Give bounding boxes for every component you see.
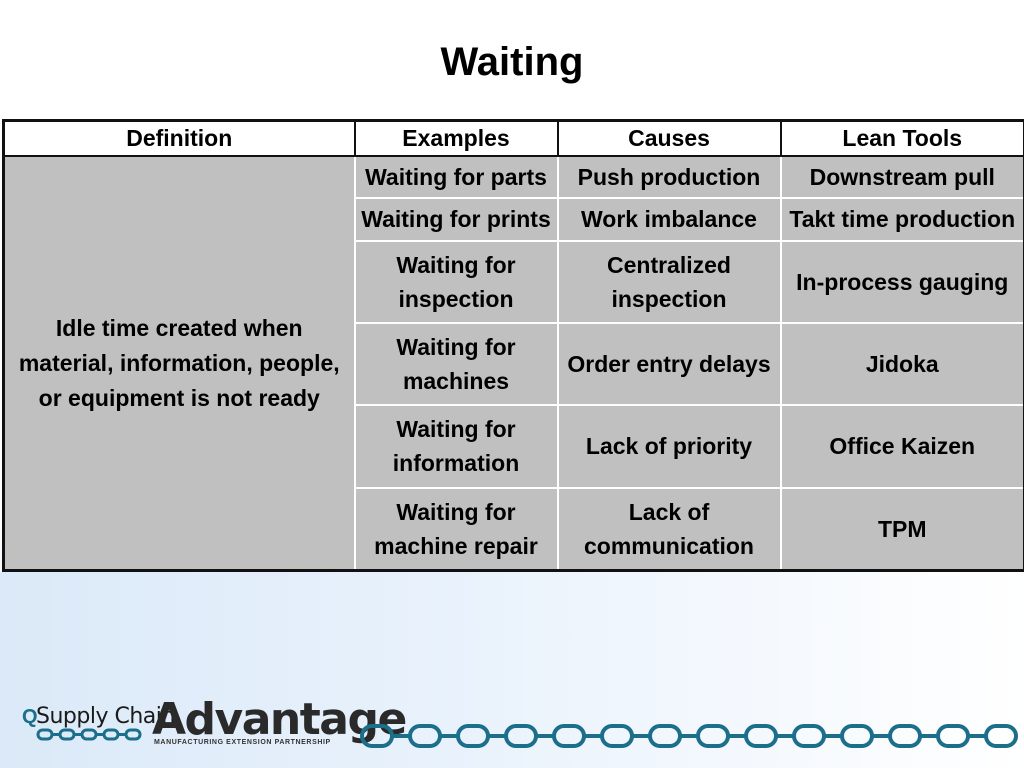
logo-supply-chain-text: Supply Chain <box>36 704 175 729</box>
chain-link <box>36 728 54 741</box>
chain-link <box>840 724 874 748</box>
chain-link <box>888 724 922 748</box>
logo-advantage-text: Advantage <box>152 694 407 745</box>
example-cell: Waiting for inspection <box>353 239 559 324</box>
table-row: Waiting for inspection Centralized inspe… <box>4 239 1024 324</box>
chain-link <box>792 724 826 748</box>
slide-title: Waiting <box>440 40 584 84</box>
tool-cell: Takt time production <box>779 197 1024 242</box>
chain-link <box>504 724 538 748</box>
cause-cell: Lack of priority <box>556 404 782 489</box>
tool-cell: Jidoka <box>779 321 1024 407</box>
chain-link <box>744 724 778 748</box>
logo-tagline: MANUFACTURING EXTENSION PARTNERSHIP <box>154 739 331 746</box>
definition-cell: Idle time created when material, informa… <box>2 155 356 572</box>
example-cell: Waiting for machines <box>353 321 559 407</box>
tool-cell: In-process gauging <box>779 239 1024 324</box>
waiting-table: Definition Examples Causes Lean Tools Id… <box>2 119 1024 572</box>
chain-link <box>456 724 490 748</box>
chain-link <box>552 724 586 748</box>
chain-link <box>102 728 120 741</box>
chain-link <box>124 728 142 741</box>
example-cell: Waiting for prints <box>353 197 559 242</box>
table-row: Waiting for information Lack of priority… <box>4 404 1024 489</box>
small-chain-icon <box>36 728 142 741</box>
cause-cell: Centralized inspection <box>556 239 782 324</box>
chain-link <box>360 724 394 748</box>
chain-link <box>80 728 98 741</box>
chain-link <box>600 724 634 748</box>
table-header-row: Definition Examples Causes Lean Tools <box>2 119 1024 157</box>
cause-cell: Push production <box>556 154 782 200</box>
example-cell: Waiting for information <box>353 404 559 489</box>
cause-cell: Order entry delays <box>556 321 782 407</box>
table-row: Waiting for prints Work imbalance Takt t… <box>4 197 1024 242</box>
chain-link <box>648 724 682 748</box>
tool-cell: TPM <box>779 486 1024 572</box>
chain-link <box>936 724 970 748</box>
header-lean-tools: Lean Tools <box>779 119 1024 157</box>
chain-link <box>408 724 442 748</box>
header-definition: Definition <box>2 119 356 157</box>
chain-link <box>696 724 730 748</box>
header-causes: Causes <box>556 119 782 157</box>
example-cell: Waiting for parts <box>353 154 559 200</box>
cause-cell: Work imbalance <box>556 197 782 242</box>
logo-q-mark: Q <box>22 706 38 728</box>
table-row: Idle time created when material, informa… <box>2 154 1024 572</box>
example-cell: Waiting for machine repair <box>353 486 559 572</box>
table-row: Waiting for machines Order entry delays … <box>4 321 1024 407</box>
table-row: Waiting for machine repair Lack of commu… <box>4 486 1024 572</box>
chain-link <box>984 724 1018 748</box>
chain-link <box>58 728 76 741</box>
cause-cell: Lack of communication <box>556 486 782 572</box>
chain-links-icon <box>360 724 1018 748</box>
tool-cell: Downstream pull <box>779 154 1024 200</box>
background-gradient <box>0 572 1024 768</box>
header-examples: Examples <box>353 119 559 157</box>
tool-cell: Office Kaizen <box>779 404 1024 489</box>
